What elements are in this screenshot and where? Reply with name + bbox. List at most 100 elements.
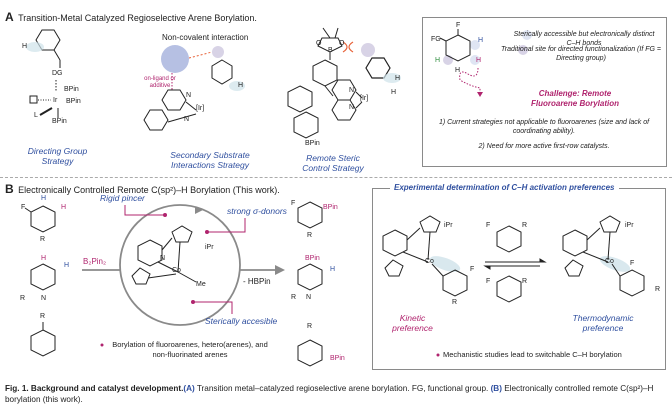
- atom-fg: FG: [431, 36, 441, 43]
- sub3-r: R: [40, 313, 46, 320]
- figure-caption: Fig. 1. Background and catalyst developm…: [5, 383, 667, 405]
- atom-ir: [Ir]: [196, 105, 205, 112]
- sub1-h2: H: [61, 204, 67, 211]
- experiment-title: Experimental determination of C–H activa…: [390, 183, 619, 192]
- on-ligand-annotation: on-ligand or additive: [144, 76, 176, 89]
- caption-bold: Fig. 1. Background and catalyst developm…: [5, 384, 184, 393]
- challenge-title: Challenge: Remote Fluoroarene Borylation: [530, 89, 619, 108]
- exp-r-mid1: R: [522, 222, 528, 229]
- panel-b-letter: B: [5, 182, 14, 196]
- prod2-r: R: [291, 294, 297, 301]
- exp-r-mid2: R: [522, 278, 528, 285]
- atom-ir: [Ir]: [360, 95, 369, 102]
- atom-f: F: [456, 22, 461, 29]
- exp-f-thermo: F: [630, 260, 635, 267]
- substrate-2-ring: [30, 263, 56, 291]
- atom-h4: H: [455, 67, 461, 74]
- catalyst-me: Me: [196, 281, 206, 288]
- atom-bpin: BPin: [305, 140, 320, 147]
- exp-co-thermo: Co: [605, 258, 614, 265]
- caption-a-text: Transition metal–catalyzed regioselectiv…: [194, 384, 491, 393]
- sub1-r: R: [40, 236, 46, 243]
- note-bullet: [436, 353, 440, 357]
- panel-a-title: Transition-Metal Catalyzed Regioselectiv…: [18, 13, 257, 23]
- non-covalent-heading: Non-covalent interaction: [162, 33, 249, 42]
- atom-n2: N: [349, 104, 355, 111]
- atom-h1: H: [478, 37, 484, 44]
- exp-f-mid1: F: [486, 222, 491, 229]
- atom-bpin-1: BPin: [64, 86, 79, 93]
- panel-a-letter: A: [5, 10, 14, 24]
- legend-traditional-site: Traditional site for directed functional…: [501, 46, 661, 62]
- atom-n1: N: [186, 92, 192, 99]
- prod2-bpin: BPin: [305, 255, 320, 262]
- exp-ipr-thermo: iPr: [625, 222, 634, 229]
- exp-f-mid2: F: [486, 278, 491, 285]
- challenge-point-2: 2) Need for more active first-row cataly…: [478, 143, 610, 150]
- atom-bpin-2: BPin: [66, 98, 81, 105]
- atom-h1: H: [395, 75, 401, 82]
- mechanistic-note: Mechanistic studies lead to switchable C…: [443, 350, 622, 359]
- atom-h: H: [238, 82, 244, 89]
- atom-h: H: [22, 43, 28, 50]
- atom-n1: N: [349, 87, 355, 94]
- exp-ipr-kinetic: iPr: [444, 222, 453, 229]
- reagent-b2pin2: B₂Pin₂: [83, 257, 107, 266]
- sub2-h1: H: [41, 255, 47, 262]
- prod1-bpin: BPin: [323, 204, 338, 211]
- prod3-r: R: [307, 323, 313, 330]
- exp-co-kinetic: Co: [425, 258, 434, 265]
- remote-steric-label: Remote Steric Control Strategy: [302, 153, 364, 173]
- challenge-box: [422, 17, 667, 167]
- kinetic-preference-label: Kinetic preference: [392, 313, 433, 333]
- thermo-preference-label: Thermodynamic preference: [572, 313, 634, 333]
- legend-sterically-accessible: Sterically accessible but electronically…: [513, 31, 655, 47]
- atom-h2: H: [476, 57, 482, 64]
- panel-b-title: Electronically Controlled Remote C(sp²)–…: [18, 185, 280, 195]
- sub1-f: F: [21, 204, 26, 211]
- panel-b-header: B Electronically Controlled Remote C(sp²…: [5, 180, 280, 198]
- prod3-bpin: BPin: [330, 355, 345, 362]
- sub2-h2: H: [64, 262, 70, 269]
- sub2-n: N: [41, 295, 47, 302]
- prod2-h: H: [330, 266, 336, 273]
- atom-n2: N: [184, 116, 190, 123]
- byproduct-hbpin: - HBPin: [243, 277, 271, 286]
- catalyst-ipr: iPr: [205, 244, 214, 251]
- secondary-interactions-label: Secondary Substrate Interactions Strateg…: [170, 150, 250, 170]
- challenge-point-1: 1) Current strategies not applicable to …: [438, 119, 650, 135]
- sterically-annotation: Sterically accesible: [205, 316, 278, 326]
- sub1-h1: H: [41, 195, 47, 202]
- panel-divider: [0, 177, 672, 178]
- prod1-r: R: [307, 232, 313, 239]
- sub2-r: R: [20, 295, 26, 302]
- atom-b: B: [328, 47, 333, 54]
- exp-r-thermo: R: [655, 286, 661, 293]
- exp-f-kinetic: F: [470, 266, 475, 273]
- atom-bpin-3: BPin: [52, 118, 67, 125]
- product-1-ring: [297, 201, 323, 229]
- catalyst-circle: [119, 204, 241, 326]
- exp-r-kinetic: R: [452, 299, 458, 306]
- product-3-ring: [297, 339, 323, 367]
- atom-h3: H: [435, 57, 441, 64]
- prod2-n: N: [306, 294, 312, 301]
- substrate-3-ring: [30, 329, 56, 357]
- scope-note: Borylation of fluoroarenes, hetero(arene…: [112, 340, 268, 359]
- atom-l: L: [34, 112, 38, 119]
- product-2-ring: [297, 263, 323, 291]
- caption-a-label: (A): [183, 384, 195, 393]
- atom-o2: O: [339, 40, 345, 47]
- rigid-pincer-annotation: Rigid pincer: [100, 193, 145, 203]
- catalyst-co: Co: [172, 267, 181, 274]
- atom-ir: Ir: [53, 97, 58, 104]
- caption-b-text: Electronically controlled remote C(sp²)–…: [5, 384, 654, 404]
- atom-dg: DG: [52, 70, 63, 77]
- strong-donors-annotation: strong σ-donors: [227, 206, 287, 216]
